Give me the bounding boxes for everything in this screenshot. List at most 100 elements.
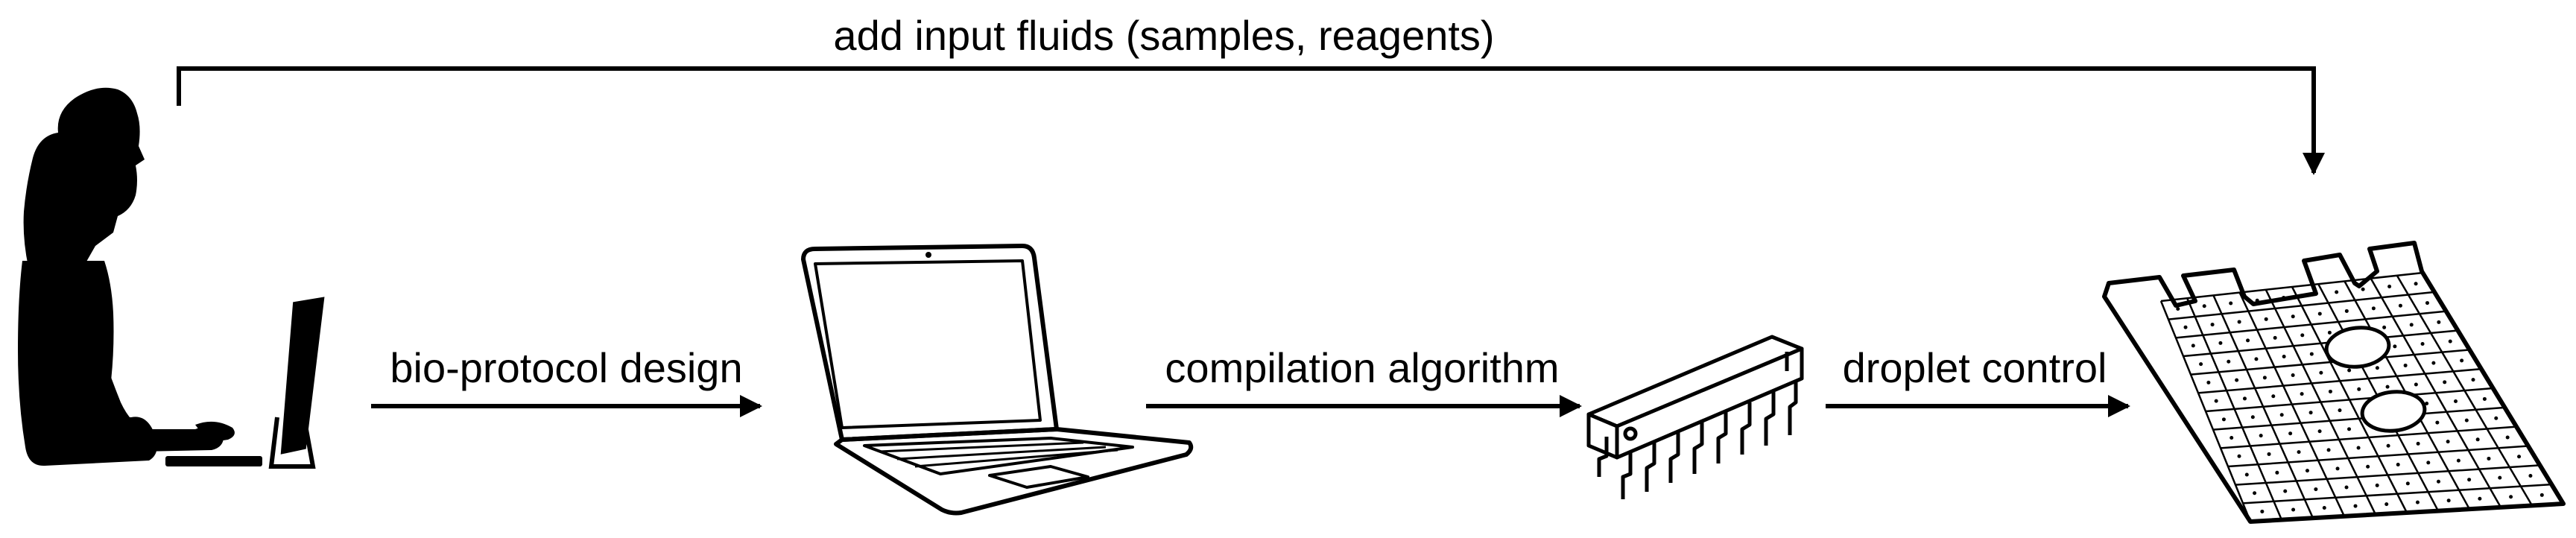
electrode-dot xyxy=(2478,496,2482,501)
electrode-dot xyxy=(2347,427,2352,431)
electrode-dot xyxy=(2176,306,2180,311)
electrode-dot xyxy=(2517,455,2522,459)
electrode-grid-line xyxy=(2183,329,2459,358)
electrode-grid-line xyxy=(2250,502,2564,523)
electrode-dot xyxy=(2202,304,2206,308)
electrode-grid-line xyxy=(2190,349,2470,376)
digital-microfluidic-biochip-icon xyxy=(2102,241,2566,524)
electrode-dot xyxy=(2494,416,2499,420)
electrode-dot xyxy=(2308,411,2313,415)
electrode-dot xyxy=(2279,413,2284,417)
electrode-dot xyxy=(2291,507,2296,512)
electrode-dot xyxy=(2283,489,2288,493)
electrode-dot xyxy=(2420,342,2425,346)
electrode-dot xyxy=(2385,384,2390,389)
electrode-dot xyxy=(2448,339,2452,344)
electrode-dot xyxy=(2229,301,2233,306)
electrode-dot xyxy=(2505,435,2510,440)
electrode-dot xyxy=(2214,399,2218,403)
electrode-dot xyxy=(2487,456,2491,461)
electrode-dot xyxy=(2409,323,2414,327)
electrode-dot xyxy=(2317,429,2322,434)
design-label: bio-protocol design xyxy=(390,344,742,391)
electrode-grid xyxy=(2159,271,2565,523)
electrode-dot xyxy=(2414,282,2418,286)
feedback-arrow xyxy=(177,66,2325,175)
integrated-circuit-chip-icon xyxy=(1586,335,1804,499)
electrode-dot xyxy=(2425,402,2429,406)
electrode-dot xyxy=(2509,495,2513,499)
electrode-dot xyxy=(2498,475,2502,480)
control-label: droplet control xyxy=(1843,344,2107,391)
electrode-dot xyxy=(2267,452,2271,456)
electrode-dot xyxy=(2253,491,2257,496)
electrode-dot xyxy=(2282,295,2286,300)
electrode-dot xyxy=(2393,344,2397,349)
electrode-dot xyxy=(2471,378,2475,382)
laptop-icon xyxy=(801,244,1194,516)
electrode-grid-line xyxy=(2242,483,2552,504)
electrode-dot xyxy=(2275,470,2279,475)
droplet xyxy=(2324,326,2391,369)
electrode-dot xyxy=(2437,320,2441,324)
droplet xyxy=(2360,390,2427,433)
electrode-dot xyxy=(2431,361,2436,365)
electrode-grid-line xyxy=(2212,406,2505,431)
electrode-dot xyxy=(2308,293,2312,297)
electrode-dot xyxy=(2338,408,2342,413)
electrode-dot xyxy=(2386,443,2390,448)
electrode-dot xyxy=(2382,325,2387,329)
electrode-dot xyxy=(2237,454,2241,458)
electrode-grid-line xyxy=(2220,425,2517,449)
electrode-dot xyxy=(2273,335,2277,340)
electrode-dot xyxy=(2482,396,2487,401)
electrode-dot xyxy=(2199,362,2203,367)
electrode-dot xyxy=(2244,472,2249,477)
electrode-dot xyxy=(2375,483,2379,487)
electrode-dot xyxy=(2218,341,2223,345)
electrode-dot xyxy=(2305,469,2309,473)
electrode-grid-line xyxy=(2160,271,2424,303)
electrode-dot xyxy=(2246,338,2250,343)
electrode-dot xyxy=(2528,474,2533,478)
electrode-dot xyxy=(2435,420,2440,425)
electrode-dot xyxy=(2347,368,2352,373)
electrode-dot xyxy=(2314,487,2318,492)
electrode-dot xyxy=(2210,323,2215,327)
electrode-dot xyxy=(2335,290,2339,294)
electrode-dot xyxy=(2415,500,2420,504)
electrode-dot xyxy=(2454,399,2458,403)
electrode-grid-line xyxy=(2205,387,2494,413)
electrode-dot xyxy=(2414,382,2418,387)
electrode-dot xyxy=(2366,464,2370,469)
electrode-dot xyxy=(2353,504,2358,508)
electrode-dot xyxy=(2206,380,2211,384)
electrode-dot xyxy=(2327,330,2332,335)
electrode-dot xyxy=(2319,370,2323,375)
electrode-dot xyxy=(2344,485,2349,490)
electrode-dot xyxy=(2344,308,2349,313)
electrode-dot xyxy=(2326,448,2331,452)
electrode-dot xyxy=(2288,431,2293,436)
electrode-dot xyxy=(2191,344,2195,348)
electrode-dot xyxy=(2260,509,2265,513)
electrode-dot xyxy=(2405,481,2410,486)
feedback-label: add input fluids (samples, reagents) xyxy=(833,12,1494,59)
electrode-dot xyxy=(2322,506,2326,510)
electrode-dot xyxy=(2446,499,2451,503)
electrode-dot xyxy=(2309,352,2314,356)
electrode-dot xyxy=(2237,320,2241,324)
electrode-dot xyxy=(2403,363,2408,367)
electrode-dot xyxy=(2416,441,2420,446)
electrode-grid-line xyxy=(2168,291,2435,320)
electrode-dot xyxy=(2425,301,2429,306)
electrode-dot xyxy=(2539,493,2544,497)
electrode-grid-line xyxy=(2197,367,2482,394)
electrode-grid-line xyxy=(2227,445,2529,468)
electrode-dot xyxy=(2259,434,2263,438)
electrode-dot xyxy=(2460,358,2464,363)
electrode-dot xyxy=(2375,366,2379,370)
electrode-dot xyxy=(2291,373,2295,378)
electrode-dot xyxy=(2443,380,2447,384)
